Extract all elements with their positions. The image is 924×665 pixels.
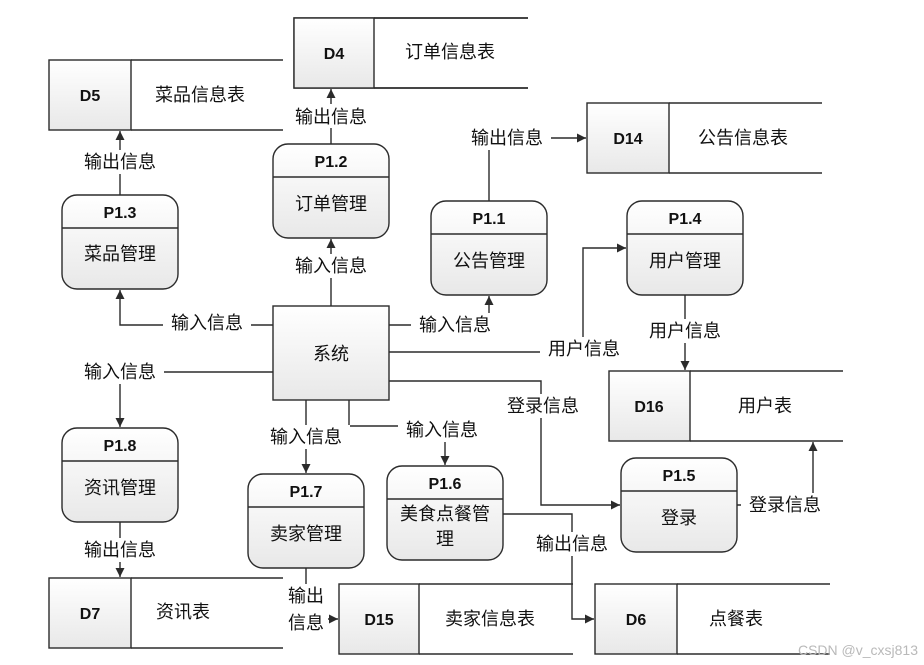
entity-system-name: 系统 [313,344,349,365]
flow-arrow-sys-p16 [348,400,450,465]
flow-label-in-p16: 输入信息 [406,420,478,441]
store-d14: D14 公告信息表 [586,102,822,174]
store-d7-id: D7 [80,606,101,623]
flow-label-user-info-sys: 用户信息 [548,339,620,360]
flow-label-out-d7: 输出信息 [84,540,156,561]
process-p17: P1.7 卖家管理 [247,473,365,569]
flow-label-login-info-d16: 登录信息 [749,495,821,516]
store-d16: D16 用户表 [608,370,843,442]
process-p18: P1.8 资讯管理 [61,427,179,523]
watermark: CSDN @v_cxsj813 [798,642,918,658]
flow-label-out-d15-line2: 信息 [288,613,324,634]
process-p18-id: P1.8 [104,438,137,455]
process-p12-name: 订单管理 [295,194,367,215]
store-d6-name: 点餐表 [709,609,763,630]
store-d6: D6 点餐表 [594,583,830,655]
store-d4-name: 订单信息表 [405,42,495,63]
store-d5-id: D5 [80,88,101,105]
process-p16-name-line2: 理 [436,529,454,550]
flow-label-in-p18: 输入信息 [84,362,156,383]
process-p12: P1.2 订单管理 [272,143,390,239]
process-p15-id: P1.5 [663,468,696,485]
flow-label-in-p11: 输入信息 [419,315,491,336]
store-d7: D7 资讯表 [48,577,283,649]
process-p16-name-line1: 美食点餐管 [400,504,490,525]
store-d15-name: 卖家信息表 [445,609,535,630]
process-p16: P1.6 美食点餐管 理 [386,465,504,561]
process-p11: P1.1 公告管理 [430,200,548,296]
store-d5: D5 菜品信息表 [48,59,283,131]
store-d14-id: D14 [613,131,642,148]
process-p14: P1.4 用户管理 [626,200,744,296]
store-d16-name: 用户表 [738,396,792,417]
store-d5-name: 菜品信息表 [155,85,245,106]
process-p16-id: P1.6 [429,476,462,493]
flow-label-out-d6: 输出信息 [536,534,608,555]
process-p13-id: P1.3 [104,205,137,222]
process-p15-name: 登录 [661,508,697,529]
process-p11-name: 公告管理 [453,251,525,272]
process-p12-id: P1.2 [315,154,348,171]
store-d4: D4 订单信息表 [293,17,528,89]
flow-label-out-d4: 输出信息 [295,107,367,128]
store-d15-id: D15 [364,612,393,629]
process-p13: P1.3 菜品管理 [61,194,179,290]
store-d14-name: 公告信息表 [698,128,788,149]
flow-label-user-info-d16: 用户信息 [649,321,721,342]
process-p15: P1.5 登录 [620,457,738,553]
flow-label-out-d5: 输出信息 [84,152,156,173]
process-p14-id: P1.4 [669,211,702,228]
flow-label-login-info-sys: 登录信息 [507,396,579,417]
flow-label-in-p13: 输入信息 [171,313,243,334]
flow-label-out-d14: 输出信息 [471,128,543,149]
store-d6-id: D6 [626,612,647,629]
store-d7-name: 资讯表 [156,602,210,623]
flow-arrow-p16-d6 [503,513,594,624]
flow-arrow-sys-p15 [389,380,620,510]
store-d15: D15 卖家信息表 [338,583,573,655]
flow-label-in-p12: 输入信息 [295,256,367,277]
process-p14-name: 用户管理 [649,251,721,272]
process-p13-name: 菜品管理 [84,244,156,265]
store-d16-id: D16 [634,399,663,416]
process-p18-name: 资讯管理 [84,478,156,499]
flow-label-out-d15-line1: 输出 [288,586,324,607]
process-p17-id: P1.7 [290,484,323,501]
flow-labels: 输出信息 输出信息 输出信息 输入信息 输入信息 输入信息 用户信息 用户信息 … [76,104,829,634]
process-p11-id: P1.1 [473,211,506,228]
entity-system: 系统 [272,305,390,401]
flow-label-in-p17: 输入信息 [270,427,342,448]
flow-arrow-sys-p14 [389,243,626,353]
process-p17-name: 卖家管理 [270,524,342,545]
store-d4-id: D4 [324,46,345,63]
